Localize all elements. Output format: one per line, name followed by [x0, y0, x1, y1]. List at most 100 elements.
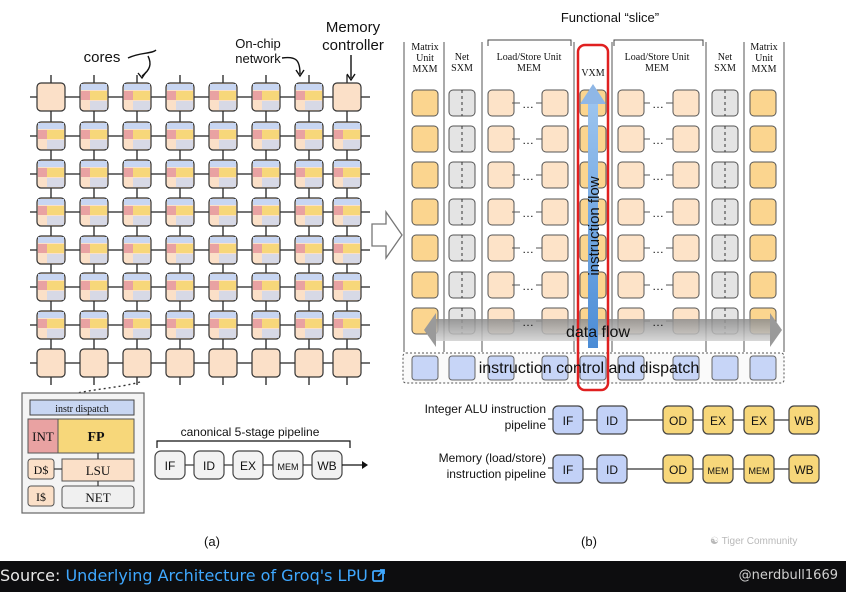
core-net-block	[219, 254, 236, 263]
pipeline-out-arrowhead	[362, 461, 368, 469]
core-net-block	[305, 254, 322, 263]
core-net-block	[47, 140, 64, 149]
core	[251, 272, 281, 302]
core-dispatch-strip	[334, 199, 360, 205]
mxm-left-header: MXM	[412, 64, 437, 75]
core-int-block	[124, 91, 133, 100]
core-dispatch-strip	[38, 237, 64, 243]
core	[122, 121, 152, 151]
core-dispatch-strip	[81, 84, 107, 90]
core	[332, 235, 362, 265]
core	[332, 159, 362, 189]
mem-left-ellipsis: …	[522, 97, 534, 111]
instruction-flow-arrowhead	[580, 84, 606, 104]
mem-right-header: Load/Store Unit	[625, 52, 690, 63]
mxm-right-unit	[749, 198, 777, 226]
core-net-block	[305, 101, 322, 110]
data-flow-right-arrow	[770, 313, 782, 347]
mem-left-unit	[487, 234, 515, 262]
core-dispatch-strip	[124, 199, 150, 205]
external-link-icon[interactable]	[371, 569, 385, 582]
core-dispatch-strip	[167, 312, 193, 318]
mem-pipeline-front-stage-label: ID	[606, 463, 618, 477]
core-dispatch-strip	[81, 199, 107, 205]
mem-left-ellipsis: …	[522, 206, 534, 220]
core-fp-block	[219, 168, 236, 177]
mem-right-unit	[672, 271, 700, 299]
core	[208, 235, 238, 265]
control-unit	[672, 355, 700, 381]
control-unit	[541, 355, 569, 381]
mem-right-unit	[672, 89, 700, 117]
core	[79, 197, 109, 227]
core-dispatch-strip	[296, 84, 322, 90]
source-link[interactable]: Underlying Architecture of Groq's LPU	[65, 566, 368, 585]
mxm-left-header: Matrix	[411, 42, 438, 53]
mem-right-ellipsis: …	[652, 242, 664, 256]
control-unit	[617, 355, 645, 381]
core-int-block	[81, 91, 90, 100]
core-int-block	[253, 319, 262, 328]
core-dispatch-strip	[124, 312, 150, 318]
core-fp-block	[90, 319, 107, 328]
control-unit	[448, 355, 476, 381]
mem-pipeline-front-stage-label: IF	[563, 463, 574, 477]
mem-left-header: Load/Store Unit	[497, 52, 562, 63]
core	[208, 159, 238, 189]
core	[332, 121, 362, 151]
core	[79, 348, 109, 378]
core-net-block	[90, 329, 107, 338]
core	[332, 310, 362, 340]
core-dispatch-strip	[124, 123, 150, 129]
core-fp-block	[305, 130, 322, 139]
core-int-block	[296, 319, 305, 328]
mxm-right-unit	[749, 234, 777, 262]
memory-label-2: controller	[322, 37, 384, 54]
mem-right-unit	[672, 161, 700, 189]
core-fp-block	[176, 206, 193, 215]
core-net-block	[219, 178, 236, 187]
pipeline-bracket	[156, 440, 351, 448]
core-int-block	[124, 281, 133, 290]
core-fp-block	[305, 91, 322, 100]
canonical-pipeline	[154, 440, 368, 480]
core-int-block	[38, 244, 47, 253]
core-fp-block	[133, 281, 150, 290]
core-dispatch-strip	[253, 161, 279, 167]
core-int-block	[167, 206, 176, 215]
core	[79, 235, 109, 265]
core-fp-block	[90, 281, 107, 290]
core-net-block	[343, 178, 360, 187]
net-label: NET	[85, 490, 110, 505]
core-int-block	[210, 319, 219, 328]
core-net-block	[90, 140, 107, 149]
core	[251, 348, 281, 378]
mem-left-ellipsis: …	[522, 242, 534, 256]
alu-pipeline-back-stage-label: EX	[710, 414, 726, 428]
core	[165, 82, 195, 112]
mem-right-unit	[672, 198, 700, 226]
core-net-block	[47, 216, 64, 225]
core-net-block	[305, 216, 322, 225]
core-fp-block	[305, 319, 322, 328]
sxm-right-header: SXM	[714, 63, 736, 74]
core	[79, 121, 109, 151]
core	[36, 159, 66, 189]
pipeline-stage-label: IF	[165, 459, 176, 473]
core-box	[79, 348, 109, 378]
core-fp-block	[176, 130, 193, 139]
core	[332, 348, 362, 378]
core-dispatch-strip	[210, 84, 236, 90]
core-fp-block	[90, 168, 107, 177]
mem-right-unit	[617, 271, 645, 299]
lpu-slice-panel	[402, 39, 785, 392]
core-net-block	[176, 291, 193, 300]
core-int-block	[124, 206, 133, 215]
core	[122, 159, 152, 189]
core-dispatch-strip	[210, 123, 236, 129]
pipeline-stage-label: EX	[240, 459, 256, 473]
core-int-block	[253, 91, 262, 100]
sxm-left-header: Net	[455, 52, 470, 63]
core	[332, 197, 362, 227]
watermark-logo-icon: ☯	[710, 536, 722, 547]
